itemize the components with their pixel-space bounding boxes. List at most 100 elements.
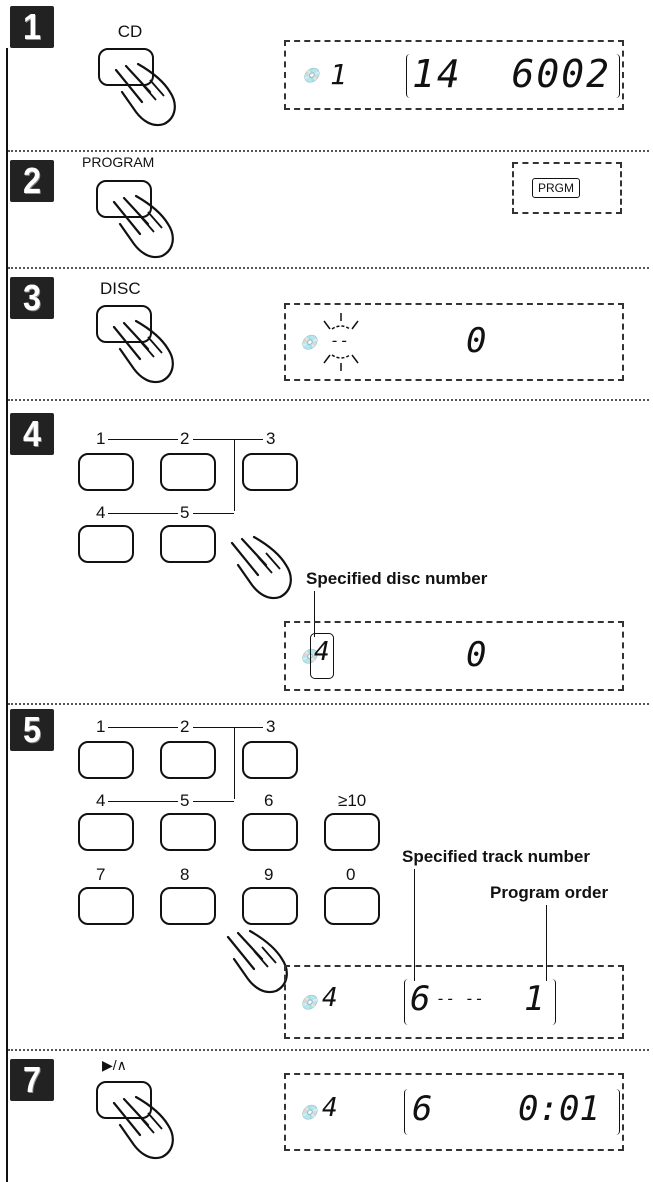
key-10-plus[interactable] xyxy=(324,813,380,851)
blink-rays-icon xyxy=(323,313,359,371)
prgm-indicator: PRGM xyxy=(532,178,580,198)
step-2: 2 PROGRAM PRGM xyxy=(0,152,653,267)
key-4[interactable] xyxy=(78,813,134,851)
button-label: PROGRAM xyxy=(82,154,155,170)
key-label: 2 xyxy=(180,717,190,736)
step-badge: 4 xyxy=(10,413,54,455)
key-connector xyxy=(193,801,234,802)
callout-leader xyxy=(314,591,315,637)
step-badge: 5 xyxy=(10,709,54,751)
key-label: 0 xyxy=(346,865,356,884)
step-3: 3 DISC 💿 -- 0 xyxy=(0,269,653,399)
key-connector xyxy=(234,727,235,799)
key-2[interactable] xyxy=(160,453,216,491)
pressing-hand-icon xyxy=(112,194,174,259)
key-label: ≥10 xyxy=(338,791,367,810)
lcd-display: PRGM xyxy=(512,162,622,214)
disc-number: 4 xyxy=(322,983,338,1013)
key-label: 6 xyxy=(264,791,274,810)
step-1: 1 CD 💿 1 14 6002 xyxy=(0,0,653,150)
key-connector xyxy=(193,513,234,514)
divider xyxy=(8,1049,649,1051)
key-1[interactable] xyxy=(78,453,134,491)
left-rule xyxy=(6,60,8,1182)
pressing-hand-icon xyxy=(114,62,176,127)
key-4[interactable] xyxy=(78,525,134,563)
button-label: CD xyxy=(117,22,143,41)
key-connector xyxy=(108,727,178,728)
key-connector xyxy=(108,801,178,802)
step-5: 5 1 2 3 4 5 6 ≥10 7 8 9 0 Specified trac… xyxy=(0,705,653,1049)
callout-track-number: Specified track number xyxy=(402,847,591,866)
callout-leader xyxy=(414,869,415,981)
key-2[interactable] xyxy=(160,741,216,779)
key-8[interactable] xyxy=(160,887,216,925)
disc-highlight-frame xyxy=(310,633,334,679)
step-7: 7 ▶/∧ 💿 4 6 0:01 xyxy=(0,1051,653,1182)
main-readout: 0 xyxy=(466,635,487,675)
key-connector xyxy=(108,513,178,514)
key-9[interactable] xyxy=(242,887,298,925)
pressing-hand-icon xyxy=(230,535,292,600)
main-segment-frame xyxy=(404,979,556,1025)
callout-leader xyxy=(546,905,547,981)
step-badge: 3 xyxy=(10,277,54,319)
button-label: DISC xyxy=(100,279,141,298)
cd-disc-icon: 💿 xyxy=(300,335,318,351)
elapsed-time: 0:01 xyxy=(518,1089,600,1129)
step-badge: 1 xyxy=(10,6,54,48)
key-5[interactable] xyxy=(160,525,216,563)
cd-disc-icon: 💿 xyxy=(300,649,318,665)
key-label: 9 xyxy=(264,865,274,884)
key-label: 4 xyxy=(96,503,106,522)
divider xyxy=(8,703,649,705)
key-label: 4 xyxy=(96,791,106,810)
lcd-display: 💿 4 6 -- -- 1 xyxy=(284,965,624,1039)
lcd-display: 💿 4 6 0:01 xyxy=(284,1073,624,1151)
track-time-readout: 14 6002 xyxy=(412,52,612,96)
key-3[interactable] xyxy=(242,453,298,491)
cd-disc-icon: 💿 xyxy=(300,1105,318,1121)
key-6[interactable] xyxy=(242,813,298,851)
callout-disc-number: Specified disc number xyxy=(306,569,488,588)
cd-disc-icon: 💿 xyxy=(300,995,318,1011)
key-connector xyxy=(108,439,178,440)
track-number: 6 xyxy=(412,1089,433,1129)
callout-program-order: Program order xyxy=(490,883,609,902)
key-label: 3 xyxy=(266,717,276,736)
program-order-number: 1 xyxy=(524,979,545,1019)
pressing-hand-icon xyxy=(112,319,174,384)
key-label: 7 xyxy=(96,865,106,884)
key-label: 3 xyxy=(266,429,276,448)
key-1[interactable] xyxy=(78,741,134,779)
key-0[interactable] xyxy=(324,887,380,925)
pressing-hand-icon xyxy=(112,1095,174,1160)
disc-number: 4 xyxy=(322,1093,338,1123)
key-label: 8 xyxy=(180,865,190,884)
cd-disc-icon: 💿 xyxy=(302,68,320,84)
step-badge: 2 xyxy=(10,160,54,202)
lcd-display: 💿 4 0 xyxy=(284,621,624,691)
step-badge: 7 xyxy=(10,1059,54,1101)
key-label: 5 xyxy=(180,503,190,522)
track-number: 6 xyxy=(410,979,431,1019)
divider xyxy=(8,267,649,269)
key-7[interactable] xyxy=(78,887,134,925)
disc-number: -- xyxy=(330,331,350,350)
divider xyxy=(8,150,649,152)
disc-number: 1 xyxy=(330,58,347,91)
button-label: ▶/∧ xyxy=(102,1057,127,1073)
main-segment-frame xyxy=(406,54,620,98)
key-3[interactable] xyxy=(242,741,298,779)
main-readout: 0 xyxy=(466,321,487,361)
key-label: 2 xyxy=(180,429,190,448)
disc-number: 4 xyxy=(314,637,330,667)
divider xyxy=(8,399,649,401)
step-4: 4 1 2 3 4 5 Specified disc number 💿 4 0 xyxy=(0,401,653,703)
lcd-display: 💿 1 14 6002 xyxy=(284,40,624,110)
key-connector xyxy=(234,439,235,511)
dash-segments: -- -- xyxy=(436,989,485,1008)
key-connector xyxy=(193,439,263,440)
key-5[interactable] xyxy=(160,813,216,851)
main-segment-frame xyxy=(404,1089,620,1135)
